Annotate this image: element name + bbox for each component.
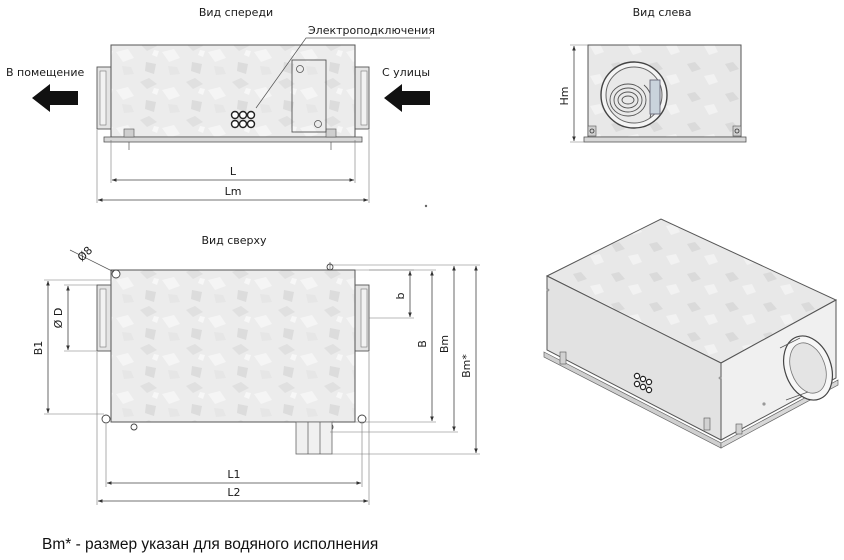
hole-leader bbox=[69, 249, 115, 273]
front-foot-right bbox=[325, 128, 337, 138]
dim-Lm-label: Lm bbox=[225, 185, 242, 198]
front-base-rail bbox=[103, 136, 363, 143]
dim-L2-label: L2 bbox=[227, 486, 240, 499]
left-view: Вид слева Hm bbox=[558, 6, 747, 143]
electrical-label: Электроподключения bbox=[308, 24, 435, 37]
dim-Bm-label: Bm bbox=[438, 335, 451, 353]
to-room-label: В помещение bbox=[6, 66, 85, 79]
electrical-leader bbox=[255, 37, 430, 109]
isometric-view bbox=[543, 218, 839, 449]
footnote: Bm* - размер указан для водяного исполне… bbox=[42, 536, 378, 553]
left-base-rail bbox=[583, 136, 747, 143]
left-foot-right bbox=[732, 125, 742, 137]
left-foot-left bbox=[587, 125, 597, 137]
dim-B1-label: B1 bbox=[32, 341, 45, 356]
front-foot-left bbox=[123, 128, 135, 138]
dim-Bm-star-label: Bm* bbox=[460, 354, 473, 378]
top-view: Вид сверху Ø8 Ø D B1 bbox=[32, 234, 480, 505]
left-spigot-inner bbox=[605, 66, 663, 124]
arrow-left-icon bbox=[32, 84, 78, 112]
front-left-spigot-inner bbox=[99, 70, 107, 126]
iso-side-face bbox=[720, 299, 837, 441]
electrical-box-screw-bottom bbox=[314, 120, 322, 128]
from-street-label: С улицы bbox=[382, 66, 430, 79]
dim-Hm-label: Hm bbox=[558, 87, 571, 106]
dim-L1-label: L1 bbox=[227, 468, 240, 481]
dim-D-label: Ø D bbox=[52, 308, 65, 329]
cable-glands bbox=[230, 110, 256, 129]
dim-B-label: B bbox=[416, 340, 429, 348]
front-view: Вид спереди Электроподключения В помещен… bbox=[6, 6, 435, 208]
top-electrical-box bbox=[295, 421, 333, 455]
top-housing bbox=[110, 269, 356, 423]
front-view-title: Вид спереди bbox=[199, 6, 273, 19]
top-view-title: Вид сверху bbox=[201, 234, 267, 247]
heater-coil bbox=[609, 79, 661, 119]
arrow-left-icon bbox=[384, 84, 430, 112]
electrical-box-screw-top bbox=[296, 65, 304, 73]
front-right-spigot-inner bbox=[360, 70, 368, 126]
left-view-title: Вид слева bbox=[633, 6, 692, 19]
iso-cable-glands bbox=[633, 372, 653, 394]
dim-L-label: L bbox=[230, 165, 237, 178]
electrical-box bbox=[291, 59, 327, 133]
dim-b-label: b bbox=[394, 292, 407, 299]
